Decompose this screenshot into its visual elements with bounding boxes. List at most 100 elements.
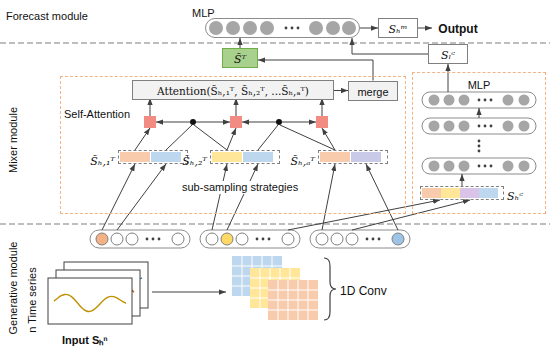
- sampling-link: [352, 200, 470, 230]
- neuron: [429, 161, 440, 172]
- node-label: Sₗᶜ: [441, 50, 455, 63]
- dot-product: [190, 119, 196, 125]
- embedding-cell: [346, 233, 358, 245]
- layer-link: [462, 174, 463, 186]
- section-label: Mixer module: [7, 107, 20, 173]
- text-holder: Sₗᶜ: [441, 45, 455, 63]
- attention-head: [230, 116, 242, 128]
- attention-link: [282, 122, 316, 123]
- sequence-segment: [320, 152, 350, 162]
- embedding-cell: [282, 233, 294, 245]
- node-label: Attention(S̃ₕ,₁ᵀ, S̃ₕ,₂ᵀ, ...S̃ₕ,ₐᵀ): [157, 85, 309, 97]
- text-holder: sub-sampling strategies: [180, 177, 300, 195]
- text-holder: MLP: [413, 75, 545, 93]
- embedding-cell: [206, 233, 218, 245]
- section-label: Generative module: [7, 242, 20, 335]
- text-holder: merge: [357, 82, 388, 100]
- attention-link: [135, 128, 150, 150]
- grid-line: [250, 278, 300, 279]
- label-holder: Forecast module: [6, 6, 88, 24]
- sequence-segment: [151, 152, 181, 162]
- text-holder: MLP: [192, 3, 215, 21]
- connector-arrow: [334, 90, 348, 91]
- node-heading: MLP: [468, 79, 491, 92]
- ellipsis-dots: [478, 125, 481, 128]
- ellipsis-dots: [484, 99, 487, 102]
- node-heading: S̃ₕ,ₐᵀ: [290, 156, 315, 169]
- sequence-segment: [120, 152, 150, 162]
- node-heading: S̃ₕ,₂ᵀ: [182, 156, 207, 169]
- embedding-cell: [172, 233, 184, 245]
- ellipsis-dots: [158, 238, 161, 241]
- attention-link: [196, 122, 230, 123]
- embedding-row: [90, 230, 190, 248]
- embedding-cell: [111, 233, 123, 245]
- embedding-cell: [392, 233, 404, 245]
- sampling-link: [102, 164, 135, 230]
- ellipsis-dots: [490, 99, 493, 102]
- label-holder: 1D Conv: [340, 281, 387, 299]
- neuron: [503, 95, 514, 106]
- attention-link: [194, 125, 227, 150]
- ellipsis-dots: [285, 27, 288, 30]
- embedding-cell: [221, 233, 233, 245]
- neuron: [459, 95, 470, 106]
- label-holder: Generative module: [3, 242, 21, 335]
- label-holder: Input Sₕⁿ: [62, 330, 108, 348]
- ellipsis-dots: [256, 238, 259, 241]
- ellipsis-dots: [490, 125, 493, 128]
- neuron: [243, 21, 257, 35]
- connector-arrow: [448, 64, 449, 72]
- neuron: [429, 121, 440, 132]
- ellipsis-dots: [262, 238, 265, 241]
- embedding-cell: [96, 233, 108, 245]
- neuron: [260, 21, 274, 35]
- neuron: [326, 21, 340, 35]
- ellipsis-dots: [366, 238, 369, 241]
- sequence-segment: [351, 152, 381, 162]
- sampling-link: [117, 164, 166, 230]
- connector-arrow: [240, 38, 241, 48]
- node-label: merge: [357, 86, 388, 99]
- node-heading: sub-sampling strategies: [180, 181, 300, 194]
- time-series-curve: [54, 294, 126, 311]
- neuron: [342, 21, 356, 35]
- embedding-cell: [236, 233, 248, 245]
- label-holder: n Time series: [22, 267, 40, 332]
- embedding-cell: [316, 233, 328, 245]
- text-holder: S̃ᵀ: [234, 49, 246, 67]
- node-heading: MLP: [192, 7, 215, 20]
- text-holder: Sₕᵐ: [388, 19, 407, 37]
- ellipsis-dots: [372, 238, 375, 241]
- section-divider: [0, 223, 550, 224]
- attention-link: [227, 128, 236, 150]
- sampling-link: [212, 164, 227, 230]
- text-holder: S̃ₕ,ₐᵀ: [290, 151, 315, 169]
- layer-link: [448, 72, 449, 92]
- neuron: [209, 21, 223, 35]
- node-heading: Self-Attention: [64, 108, 130, 121]
- text-holder: S̃ₕ,₁ᵀ: [90, 151, 115, 169]
- neuron: [459, 161, 470, 172]
- ellipsis-dots: [478, 165, 481, 168]
- time-series-panel: [48, 278, 132, 324]
- mlp-layer-row: [422, 92, 536, 108]
- layer-link: [479, 108, 480, 118]
- attention-link: [150, 98, 151, 116]
- sequence-segment: [479, 188, 498, 198]
- connector-arrow: [360, 28, 378, 29]
- attention-link: [280, 125, 335, 150]
- section-label: n Time series: [26, 267, 39, 332]
- ellipsis-dots: [291, 27, 294, 30]
- connector-arrow: [352, 38, 428, 54]
- sampling-link: [227, 164, 258, 230]
- ellipsis-dots: [478, 145, 481, 148]
- attention-box: Attention(S̃ₕ,₁ᵀ, S̃ₕ,₂ᵀ, ...S̃ₕ,ₐᵀ): [132, 80, 334, 100]
- attention-head: [144, 116, 156, 128]
- output-label: Output: [432, 18, 484, 38]
- text-holder: Output: [438, 19, 477, 37]
- neuron: [519, 121, 530, 132]
- brace: [324, 258, 336, 320]
- sequence-segment: [460, 188, 479, 198]
- neuron: [503, 121, 514, 132]
